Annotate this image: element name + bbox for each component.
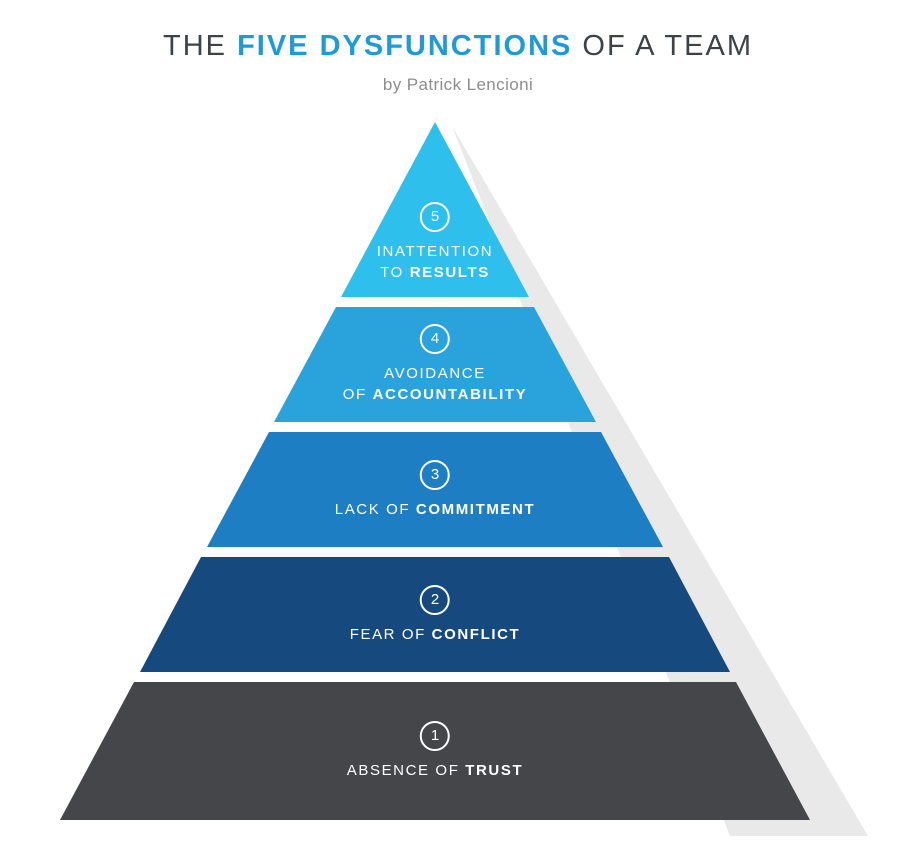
label-text: TO (380, 264, 404, 281)
label-text: AVOIDANCE (384, 365, 486, 382)
header: THE FIVE DYSFUNCTIONS OF A TEAM by Patri… (0, 30, 916, 95)
level-1-number-badge: 1 (420, 721, 450, 751)
label-text-bold: COMMITMENT (415, 500, 536, 518)
title-highlight: FIVE DYSFUNCTIONS (237, 30, 573, 62)
label-text-bold: ACCOUNTABILITY (372, 386, 528, 403)
title-suffix: OF A TEAM (572, 30, 753, 62)
level-3-shape (207, 432, 663, 547)
level-5-content: 5 INATTENTION TO RESULTS (377, 122, 493, 297)
label-text: ABSENCE OF (346, 762, 460, 779)
level-5-label: INATTENTION TO RESULTS (377, 241, 493, 283)
level-5-number-badge: 5 (419, 202, 450, 232)
level-1-content: 1 ABSENCE OF TRUST (347, 682, 523, 820)
level-2-content: 2 FEAR OF CONFLICT (350, 557, 521, 672)
level-2-label: FEAR OF CONFLICT (350, 624, 521, 645)
title-prefix: THE (163, 30, 238, 62)
label-text-bold: RESULTS (409, 264, 490, 281)
level-2-number-badge: 2 (419, 584, 450, 615)
page-title: THE FIVE DYSFUNCTIONS OF A TEAM (0, 30, 916, 63)
level-4-label: AVOIDANCE OF ACCOUNTABILITY (343, 363, 527, 405)
level-4-content: 4 AVOIDANCE OF ACCOUNTABILITY (343, 307, 527, 422)
level-4-number-badge: 4 (419, 324, 450, 354)
level-1-label: ABSENCE OF TRUST (347, 760, 523, 781)
label-text: INATTENTION (376, 243, 494, 260)
label-text: LACK OF (334, 500, 411, 518)
label-text-bold: TRUST (465, 762, 524, 779)
level-2-shape (140, 557, 730, 672)
pyramid-level-2-fear-of-conflict: 2 FEAR OF CONFLICT (0, 557, 916, 672)
pyramid-level-1-absence-of-trust: 1 ABSENCE OF TRUST (0, 682, 916, 820)
pyramid-level-4-avoidance-of-accountability: 4 AVOIDANCE OF ACCOUNTABILITY (0, 307, 916, 422)
label-text-bold: CONFLICT (431, 625, 521, 643)
label-text: FEAR OF (349, 625, 426, 643)
pyramid-level-3-lack-of-commitment: 3 LACK OF COMMITMENT (0, 432, 916, 547)
level-3-label: LACK OF COMMITMENT (335, 499, 536, 520)
level-3-content: 3 LACK OF COMMITMENT (335, 432, 536, 547)
level-1-shape (60, 682, 810, 820)
label-text: OF (342, 386, 367, 403)
pyramid-level-5-inattention-to-results: 5 INATTENTION TO RESULTS (0, 122, 916, 297)
level-3-number-badge: 3 (420, 459, 450, 490)
subtitle: by Patrick Lencioni (382, 75, 534, 94)
